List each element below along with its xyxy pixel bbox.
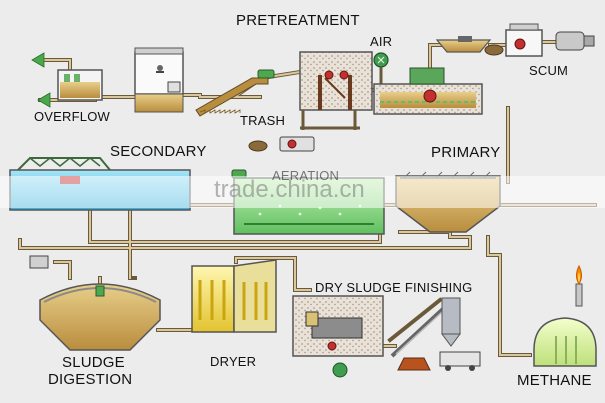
pretreatment-label: PRETREATMENT <box>236 12 360 29</box>
inflow-arrow-icon <box>31 52 45 68</box>
methane-label: METHANE <box>517 372 592 389</box>
scum-label: SCUM <box>529 63 569 78</box>
dryer-label: DRYER <box>210 354 257 369</box>
sludge-label: SLUDGE <box>62 354 125 371</box>
flare-stack <box>575 264 583 307</box>
dry-sludge-finishing-label: DRY SLUDGE FINISHING <box>315 280 473 295</box>
overflow-arrow-icon <box>37 92 51 108</box>
overflow-tank <box>57 69 103 101</box>
overflow-label: OVERFLOW <box>34 109 110 124</box>
watermark-band <box>0 176 605 208</box>
primary-label: PRIMARY <box>431 144 501 161</box>
silo-conveyor <box>390 297 481 371</box>
bar-screen <box>299 51 373 130</box>
secondary-label: SECONDARY <box>110 143 207 160</box>
trash-label: TRASH <box>240 113 286 128</box>
air-blower <box>373 52 389 88</box>
aeration-label: AERATION <box>272 168 340 183</box>
scum-pump-house <box>505 23 595 57</box>
methane-tank <box>533 317 597 367</box>
scum-skimmer <box>435 36 504 56</box>
sludge-digester <box>29 255 161 351</box>
air-label: AIR <box>370 34 393 49</box>
grit-chamber <box>373 67 483 115</box>
grit-conveyor <box>195 69 275 117</box>
screen-building <box>134 47 184 113</box>
dry-sludge-finishing-unit <box>292 295 384 378</box>
sludge-dryer <box>191 259 277 333</box>
trash-bin <box>248 136 315 152</box>
watermark: trade.china.cn <box>214 176 365 203</box>
digestion-label: DIGESTION <box>48 371 133 388</box>
